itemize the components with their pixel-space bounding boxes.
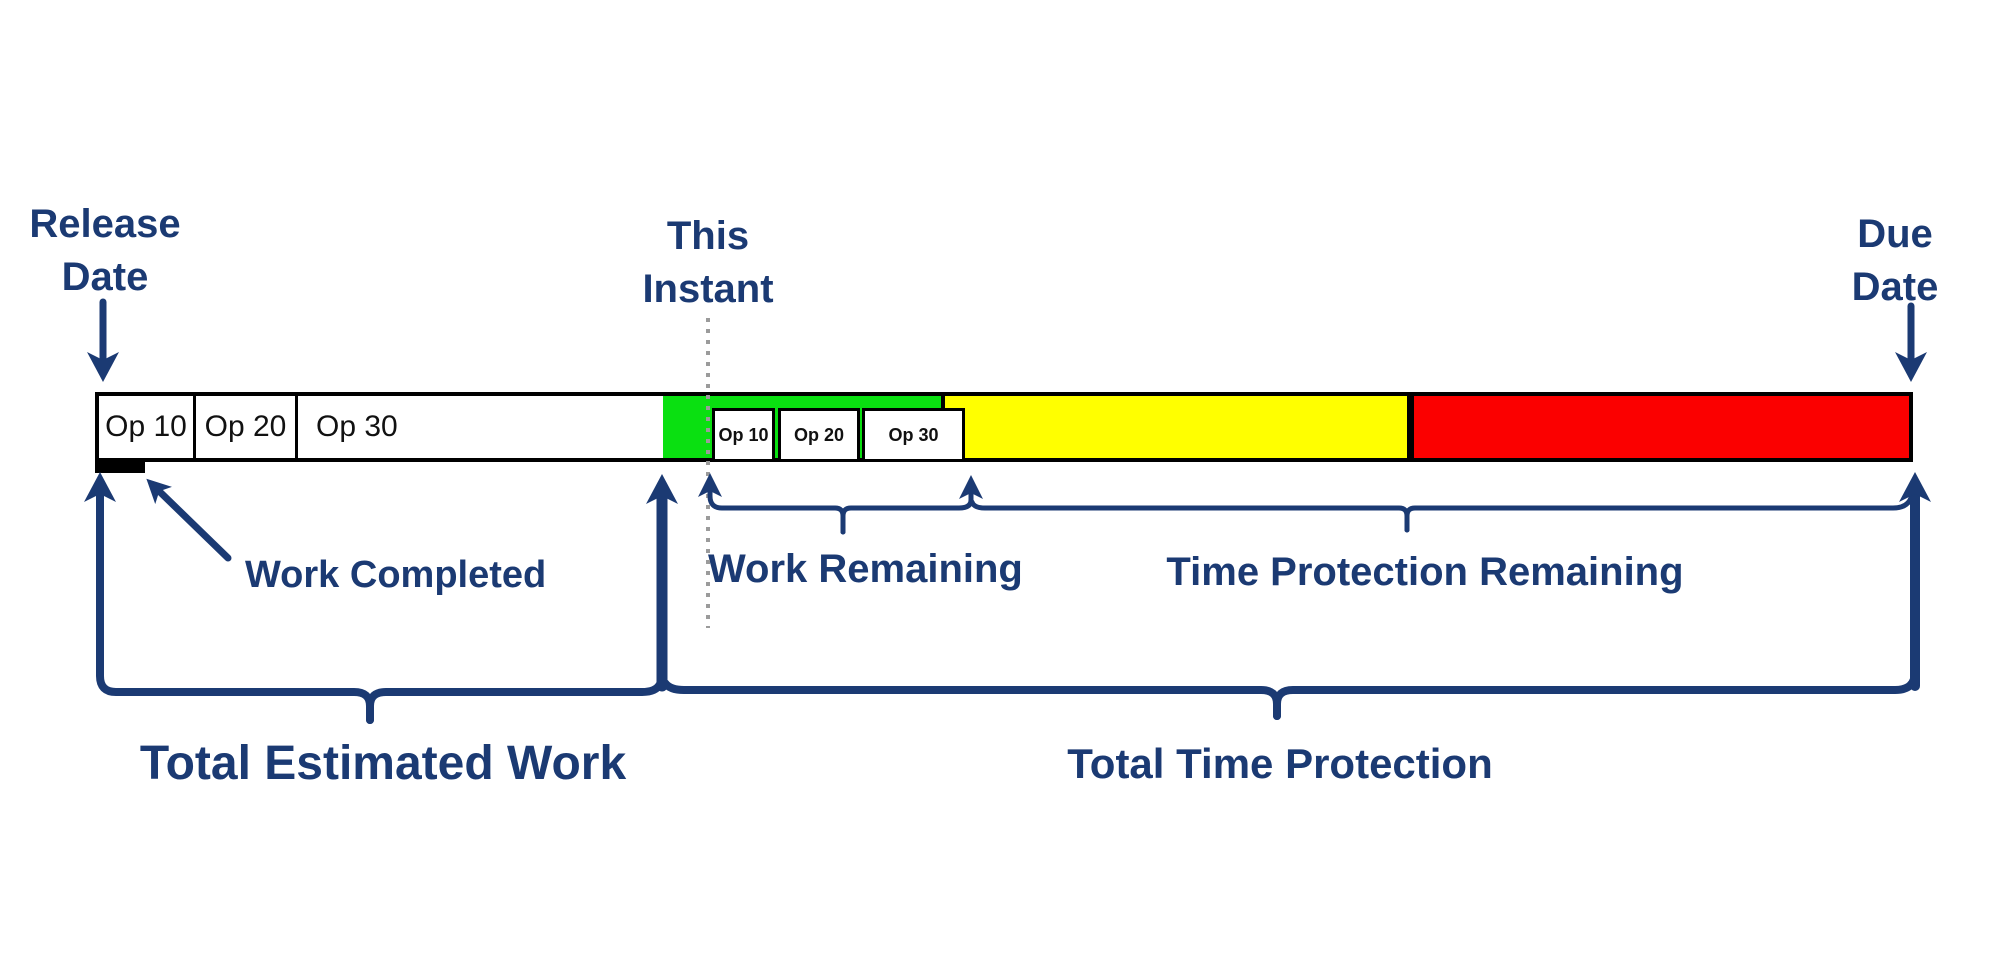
total-estimated-work-bracket-left [84,472,374,724]
work-completed-arrow [146,478,232,562]
total-estimated-work-label: Total Estimated Work [139,737,627,790]
time-protection-remaining-brace-left [969,499,1410,533]
work-remaining-label: Work Remaining [708,547,1023,591]
remaining-op-20: Op 20 [778,408,860,462]
work-remaining-brace-right [840,475,983,535]
work-remaining-brace-left [698,473,846,535]
release-date-label: Release Date [29,202,181,299]
estimated-work-segment: Op 10 Op 20 Op 30 [99,396,663,458]
total-estimated-work-bracket-right [366,680,664,724]
yellow-buffer-segment [945,396,1411,458]
timeline-bar: Op 10 Op 20 Op 30 [95,392,1913,462]
remaining-op-30: Op 30 [862,408,965,462]
estimated-op-30: Op 30 [316,410,398,443]
total-time-protection-bracket-left [661,679,1281,720]
total-time-protection-bracket-right [1273,668,1919,720]
red-buffer-segment [1411,396,1909,458]
this-instant-label: This Instant [642,214,774,311]
estimated-op-20: Op 20 [196,396,298,458]
total-time-protection-label: Total Time Protection [1067,740,1493,787]
work-completed-label: Work Completed [245,554,547,596]
work-completed-bar [95,461,145,473]
time-protection-remaining-label: Time Protection Remaining [1166,550,1684,594]
estimated-op-10: Op 10 [99,396,196,458]
time-protection-remaining-brace-right [1404,495,1914,533]
due-date-label: Due Date [1851,212,1939,309]
remaining-op-10: Op 10 [712,408,775,462]
